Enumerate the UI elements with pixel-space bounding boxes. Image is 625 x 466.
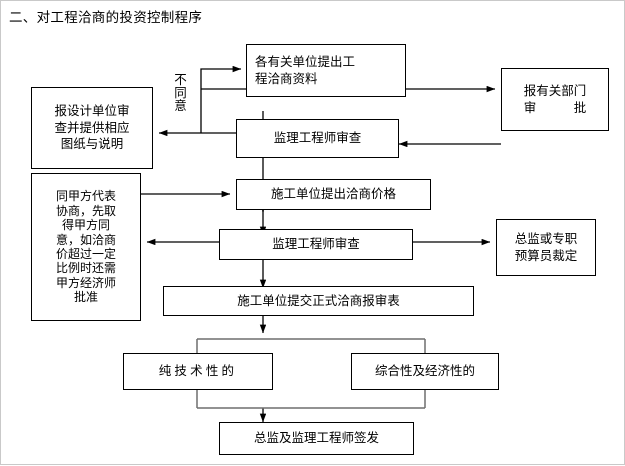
node-chief-ruling[interactable]: 总监或专职预算员裁定 <box>496 219 596 276</box>
node-supervisor-review-2[interactable]: 监理工程师审查 <box>219 229 413 260</box>
node-final-signoff[interactable]: 总监及监理工程师签发 <box>219 422 414 455</box>
node-chief-ruling-label: 总监或专职预算员裁定 <box>514 231 578 263</box>
node-comprehensive-label: 综合性及经济性的 <box>374 363 475 379</box>
wire-resubmit-to-units <box>200 65 242 133</box>
node-dept-approval[interactable]: 报有关部门审 批 <box>501 68 609 131</box>
node-design-review[interactable]: 报设计单位审查并提供相应图纸与说明 <box>31 87 153 169</box>
node-formal-form[interactable]: 施工单位提交正式洽商报审表 <box>163 286 474 316</box>
node-units-submit-label: 各有关单位提出工程洽商资料 <box>255 54 356 86</box>
edge-label-disagree-text: 不同意 <box>174 72 187 113</box>
node-pure-technical[interactable]: 纯技术性的 <box>123 353 273 390</box>
node-owner-consult[interactable]: 同甲方代表协商，先取得甲方同意，如洽商价超过一定比例时还需甲方经济师批准 <box>31 173 141 321</box>
edge-label-disagree: 不同意 <box>173 73 188 112</box>
node-contractor-price-label: 施工单位提出洽商价格 <box>270 186 396 202</box>
node-supervisor-review-2-label: 监理工程师审查 <box>272 236 360 252</box>
node-contractor-price[interactable]: 施工单位提出洽商价格 <box>236 179 431 210</box>
page-title: 二、对工程洽商的投资控制程序 <box>9 10 203 26</box>
node-units-submit[interactable]: 各有关单位提出工程洽商资料 <box>246 44 406 97</box>
node-final-signoff-label: 总监及监理工程师签发 <box>253 430 379 446</box>
node-supervisor-review-1-label: 监理工程师审查 <box>273 130 362 146</box>
node-owner-consult-label: 同甲方代表协商，先取得甲方同意，如洽商价超过一定比例时还需甲方经济师批准 <box>55 189 116 305</box>
node-formal-form-label: 施工单位提交正式洽商报审表 <box>237 292 400 308</box>
node-dept-approval-label: 报有关部门审 批 <box>523 83 587 115</box>
node-design-review-label: 报设计单位审查并提供相应图纸与说明 <box>54 103 130 152</box>
node-supervisor-review-1[interactable]: 监理工程师审查 <box>236 119 399 158</box>
node-comprehensive[interactable]: 综合性及经济性的 <box>351 353 499 390</box>
node-pure-technical-label: 纯技术性的 <box>158 363 238 379</box>
